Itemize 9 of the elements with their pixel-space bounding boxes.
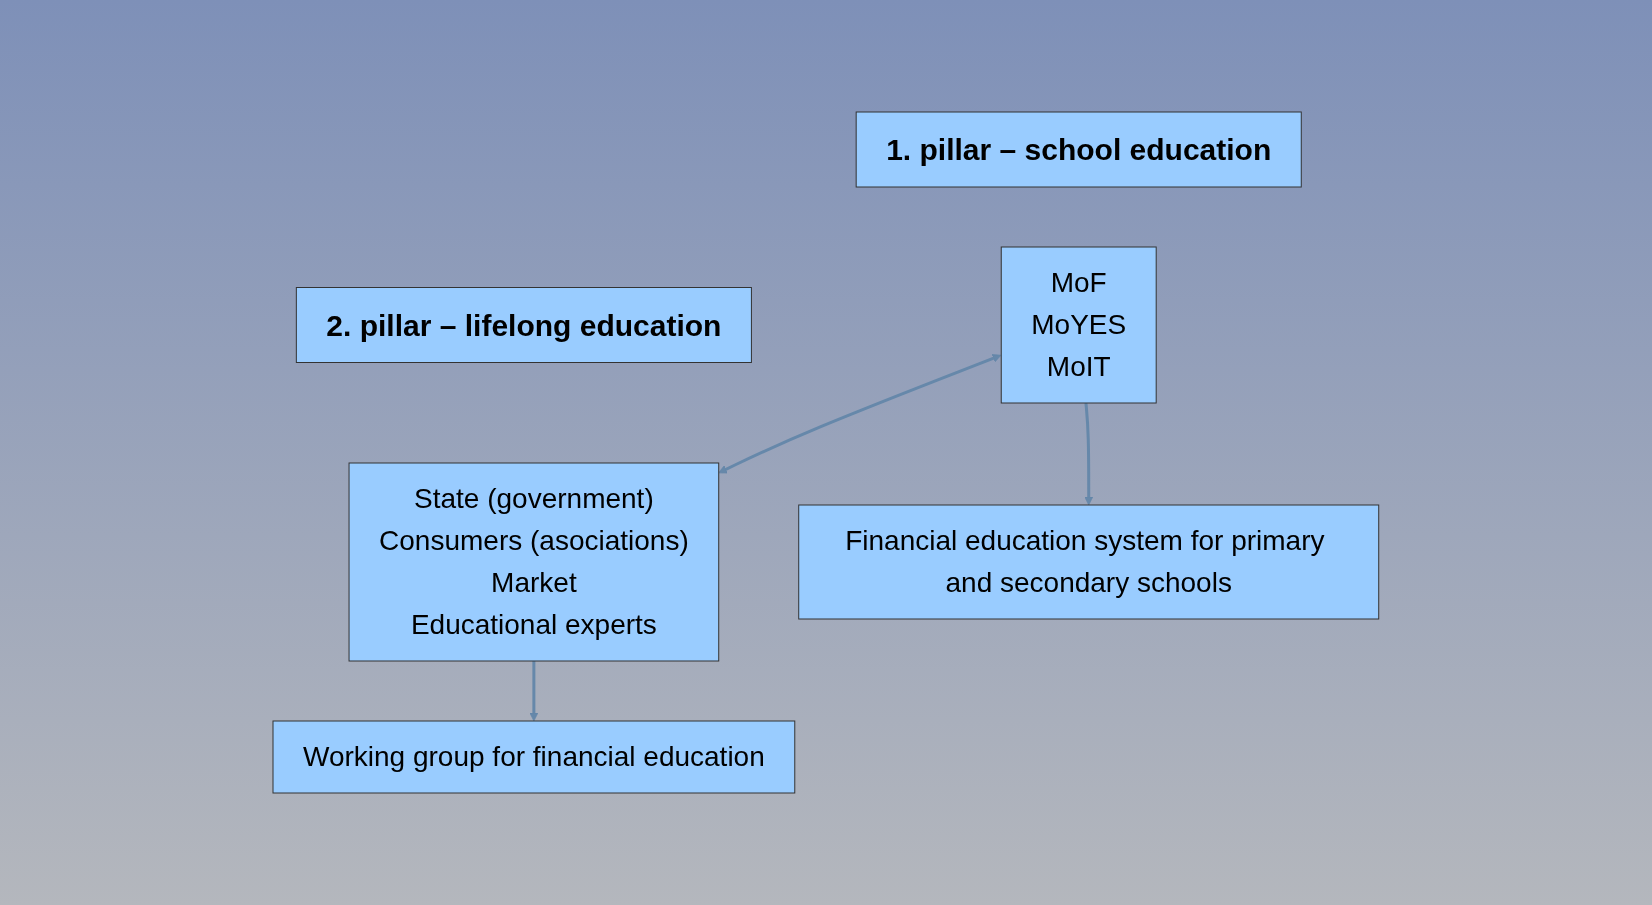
node-box: Financial education system for primary and secondary schools <box>798 504 1380 620</box>
arrow <box>1084 402 1094 506</box>
node-box: Working group for financial education <box>272 720 796 794</box>
node-box: 2. pillar – lifelong education <box>296 287 753 363</box>
arrow <box>718 354 1002 474</box>
node-box: MoF MoYES MoIT <box>1000 246 1157 404</box>
node-box: State (government) Consumers (asociations) Market Educational experts <box>348 462 720 662</box>
node-box: 1. pillar – school education <box>855 111 1302 188</box>
arrow <box>529 661 539 722</box>
